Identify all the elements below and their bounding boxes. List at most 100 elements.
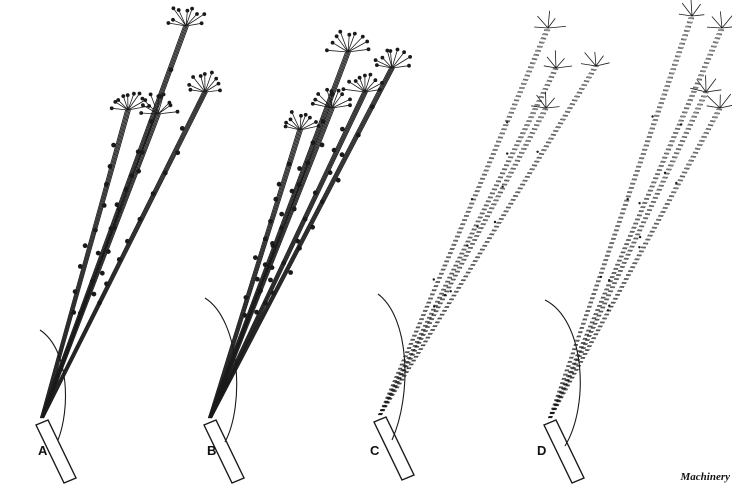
stalk-line	[552, 108, 723, 418]
stalk-line	[549, 28, 721, 418]
stalk-line	[380, 108, 546, 415]
stalk-line	[210, 108, 332, 418]
flower-ray	[692, 4, 701, 16]
bud-dot	[292, 207, 297, 212]
bud-dot	[494, 221, 496, 223]
stalk-line	[211, 130, 301, 418]
flower-tip-dot	[402, 50, 406, 54]
bud-dot	[651, 115, 653, 117]
bud-dot	[255, 277, 260, 282]
bud-dot	[117, 257, 122, 262]
stalk-line	[381, 108, 547, 415]
stalk-line	[44, 92, 208, 418]
bud-dot	[600, 276, 602, 278]
bud-dot	[242, 313, 247, 318]
flower-tip-dot	[195, 12, 199, 16]
flower-tip-dot	[313, 98, 317, 102]
stalk-line	[548, 16, 689, 418]
flower-tip-dot	[378, 88, 382, 92]
flower-tip-dot	[169, 103, 173, 107]
stalk-line	[379, 108, 545, 415]
stalk-line	[378, 108, 543, 415]
bud-dot	[608, 279, 610, 281]
bud-dot	[104, 182, 109, 187]
flower-ray	[392, 52, 404, 68]
bud-dot	[320, 199, 325, 204]
flower-ray	[707, 27, 722, 28]
flower-tip-dot	[380, 81, 384, 85]
flower-tip-dot	[325, 88, 329, 92]
flower-tip-dot	[338, 30, 342, 34]
panel-label-b: B	[207, 443, 216, 458]
flower-tip-dot	[189, 88, 193, 92]
panel-b	[204, 30, 412, 483]
stalk-line	[381, 28, 549, 415]
flower-tip-dot	[331, 41, 335, 45]
stalk-line	[41, 114, 157, 418]
bud-dot	[97, 301, 102, 306]
bud-dot	[297, 246, 302, 251]
bud-dot	[664, 172, 666, 174]
flower-tip-dot	[121, 94, 125, 98]
flower-tip-dot	[218, 89, 222, 93]
stalk-line	[552, 28, 725, 418]
bud-dot	[340, 152, 345, 157]
flower-ray	[712, 17, 722, 29]
flower-tip-dot	[407, 64, 411, 68]
bud-dot	[675, 182, 677, 184]
flower-ray	[128, 94, 140, 111]
flower-tip-dot	[337, 89, 341, 93]
flower-tip-dot	[149, 93, 153, 97]
panel-a	[36, 6, 222, 483]
flower-tip-dot	[143, 98, 147, 102]
stalk-line	[549, 16, 691, 418]
flower-tip-dot	[162, 93, 166, 97]
panel-label-c: C	[370, 443, 379, 458]
bud-dot	[124, 187, 129, 192]
flower-tip-dot	[156, 94, 160, 98]
flower-ray	[691, 0, 692, 16]
flower-tip-dot	[314, 120, 318, 124]
flower-tip-dot	[186, 9, 190, 13]
bud-dot	[169, 67, 174, 72]
bud-dot	[638, 202, 640, 204]
stalk-line	[378, 66, 593, 415]
flower-ray	[595, 52, 596, 66]
bud-dot	[627, 198, 629, 200]
stalk-line	[211, 92, 366, 418]
flower-tip-dot	[284, 125, 288, 129]
bud-dot	[680, 123, 682, 125]
bud-dot	[180, 126, 185, 131]
stalk-line	[210, 92, 365, 418]
flower-tip-dot	[167, 21, 171, 25]
flower-ray	[706, 79, 716, 92]
flower-tip-dot	[348, 98, 352, 102]
bud-dot	[136, 169, 141, 174]
flower-tip-dot	[110, 106, 114, 110]
bud-dot	[140, 150, 145, 155]
bud-dot	[106, 249, 111, 254]
bud-dot	[476, 225, 478, 227]
stalk-line	[208, 92, 362, 418]
flower-tip-dot	[284, 121, 288, 125]
bud-dot	[268, 278, 273, 283]
flower-tip-dot	[138, 92, 142, 96]
flower-tip-dot	[126, 93, 130, 97]
bud-dot	[138, 217, 143, 222]
flower-tip-dot	[340, 92, 344, 96]
flower-tip-dot	[408, 55, 412, 59]
bud-dot	[310, 225, 315, 230]
flower-ray	[555, 50, 556, 68]
flower-tip-dot	[139, 111, 143, 115]
flower-ray	[340, 32, 348, 52]
bud-dot	[117, 207, 122, 212]
flower-tip-dot	[203, 72, 207, 76]
flower-ray	[348, 37, 363, 52]
bud-dot	[115, 202, 120, 207]
stalk-line	[549, 92, 705, 418]
bud-dot	[277, 182, 282, 187]
flower-ray	[585, 53, 596, 67]
stalk-line	[208, 108, 329, 418]
flower-tip-dot	[289, 118, 293, 122]
flower-tip-dot	[177, 8, 181, 12]
